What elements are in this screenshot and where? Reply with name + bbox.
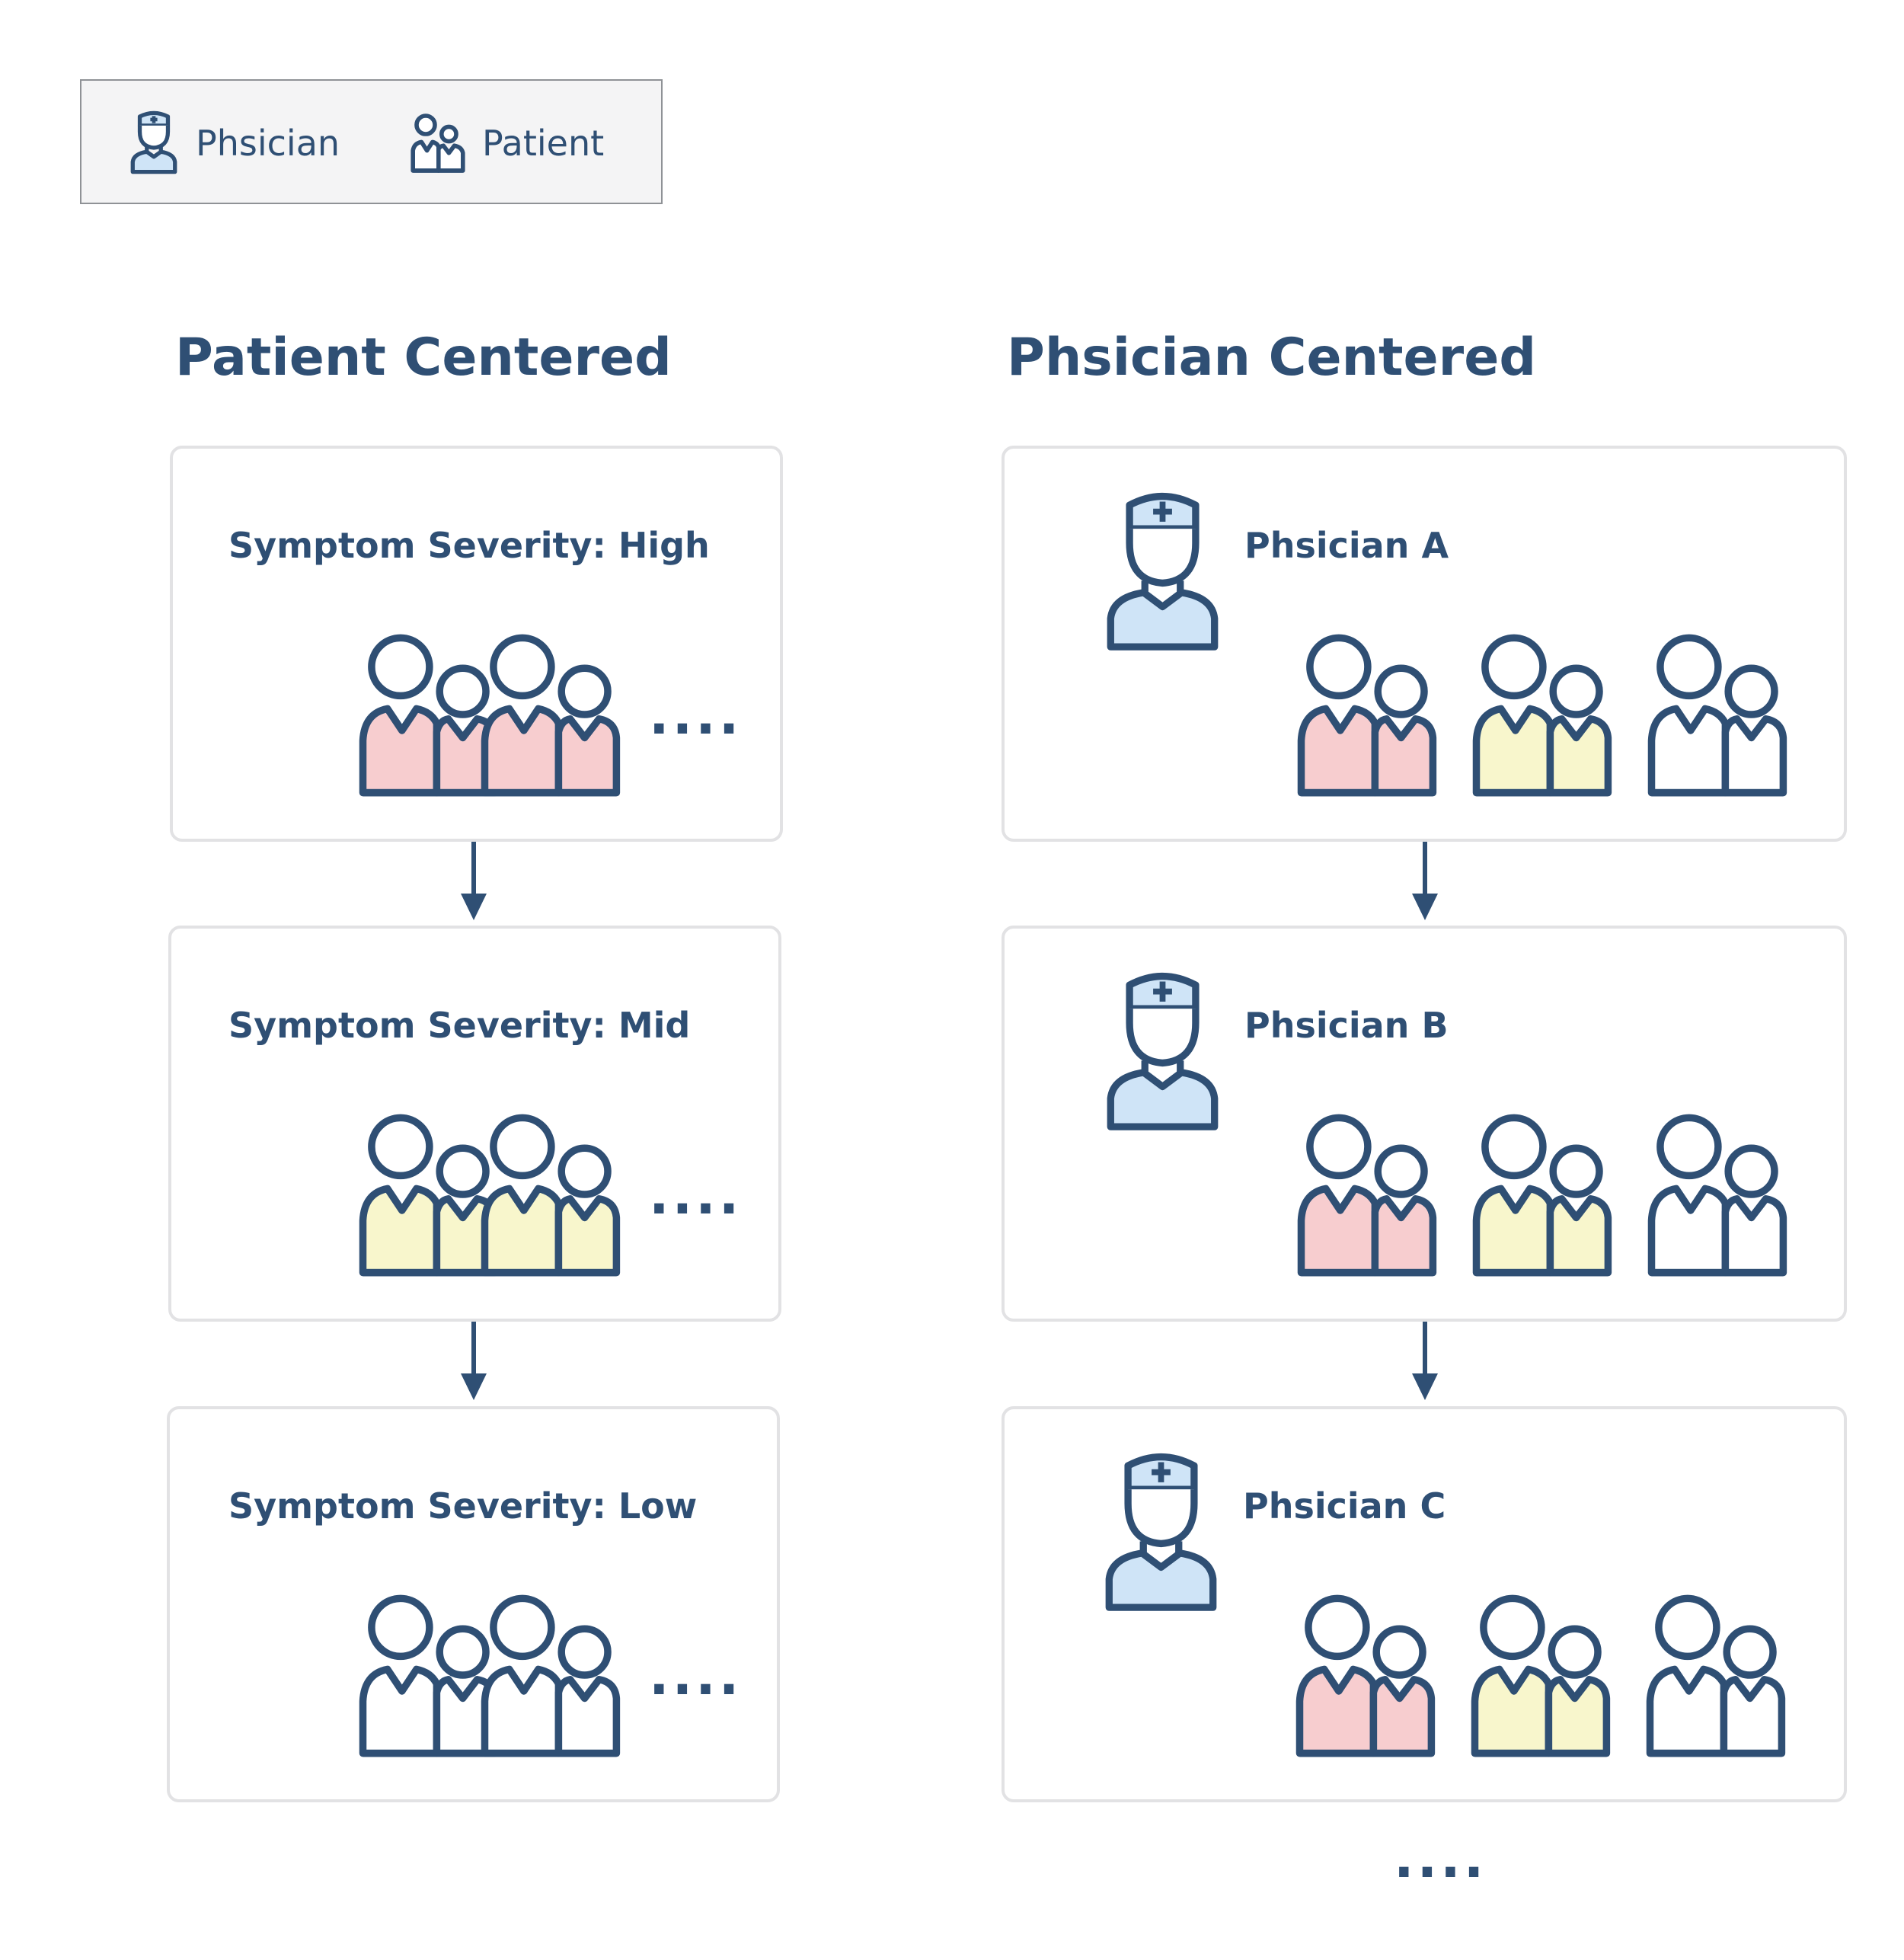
physician-label: Phsician A (1244, 525, 1449, 566)
severity-card-low: Symptom Severity: Low .... (167, 1406, 780, 1802)
severity-label: Symptom Severity: Mid (228, 1005, 691, 1046)
physician-card-b: Phsician B (1002, 926, 1847, 1322)
severity-card-high: Symptom Severity: High .... (170, 446, 783, 842)
flow-arrow (1412, 1322, 1438, 1405)
severity-label: Symptom Severity: Low (228, 1485, 698, 1527)
physician-card-c: Phsician C (1002, 1406, 1847, 1802)
severity-card-mid: Symptom Severity: Mid .... (168, 926, 781, 1322)
physician-card-a: Phsician A (1002, 446, 1847, 842)
flow-arrow (1412, 842, 1438, 925)
more-dots: .... (649, 1164, 743, 1226)
more-dots: .... (649, 684, 743, 747)
legend: Phsician Patient (80, 79, 663, 204)
legend-patient-label: Patient (482, 123, 605, 164)
flow-arrow (461, 1322, 487, 1405)
more-physicians-dots: .... (1394, 1827, 1487, 1890)
patient-centered-title: Patient Centered (175, 328, 672, 388)
physician-centered-title: Phsician Centered (1007, 328, 1537, 388)
physician-label: Phsician B (1244, 1005, 1449, 1046)
severity-label: Symptom Severity: High (228, 525, 710, 566)
flow-arrow (461, 842, 487, 925)
physician-icon (129, 110, 179, 177)
patient-pair-icon (411, 113, 465, 174)
more-dots: .... (649, 1645, 743, 1707)
legend-physician: Phsician (129, 81, 340, 206)
legend-patient: Patient (411, 81, 604, 206)
legend-physician-label: Phsician (196, 123, 340, 164)
physician-label: Phsician C (1243, 1485, 1446, 1527)
